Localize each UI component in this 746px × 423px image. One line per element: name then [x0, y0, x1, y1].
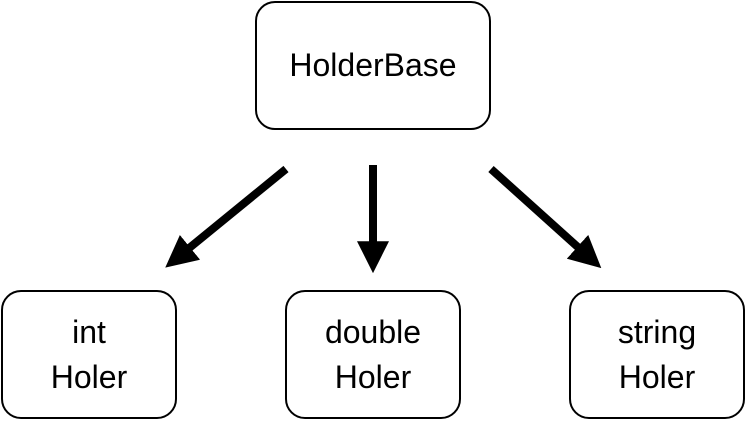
arrow-to-string-holer [488, 166, 602, 269]
double-holer-label-line1: double [324, 313, 422, 350]
int-holer-label-line1: int [72, 313, 106, 350]
string-holer-node: string Holer [569, 290, 745, 419]
double-holer-node: double Holer [285, 290, 461, 419]
int-holer-node: int Holer [1, 290, 177, 419]
holder-base-node: HolderBase [255, 1, 491, 130]
int-holer-label-line2: Holer [50, 358, 128, 395]
string-holer-label-line1: string [617, 313, 697, 350]
string-holer-label-line2: Holer [618, 358, 696, 395]
holder-base-label: HolderBase [289, 47, 457, 83]
arrow-to-int-holer [165, 165, 289, 268]
double-holer-label-line2: Holer [334, 358, 412, 395]
